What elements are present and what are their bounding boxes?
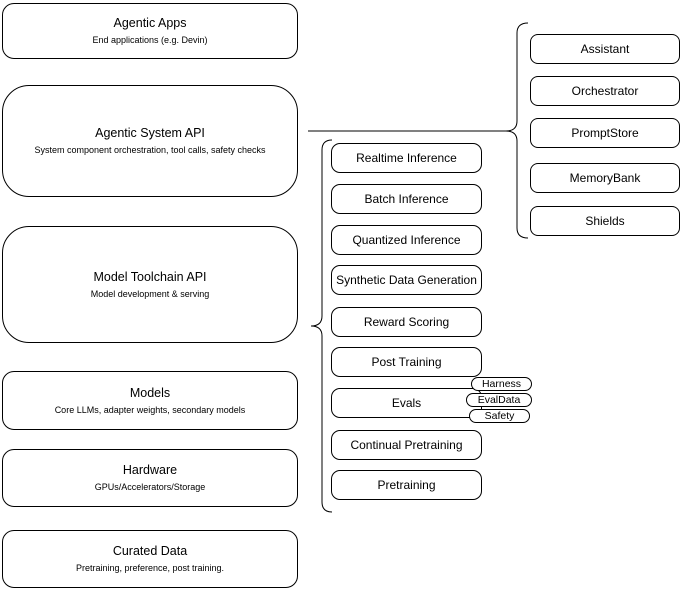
node-subtitle: GPUs/Accelerators/Storage (94, 482, 206, 492)
node-title: Model Toolchain API (93, 269, 207, 284)
node-synthetic-data-generation: Synthetic Data Generation (331, 265, 482, 295)
node-title: Agentic Apps (113, 16, 187, 30)
node-subtitle: End applications (e.g. Devin) (92, 35, 208, 45)
node-title: Curated Data (112, 544, 188, 558)
tag-safety: Safety (469, 409, 530, 423)
node-curated-data: Curated Data Pretraining, preference, po… (2, 530, 298, 588)
node-model-toolchain-api: Model Toolchain API Model development & … (2, 226, 298, 343)
node-subtitle: Model development & serving (90, 288, 210, 299)
node-pretraining: Pretraining (331, 470, 482, 500)
node-post-training: Post Training (331, 347, 482, 377)
node-evals: Evals (331, 388, 482, 418)
node-promptstore: PromptStore (530, 118, 680, 148)
node-agentic-system-api: Agentic System API System component orch… (2, 85, 298, 197)
node-batch-inference: Batch Inference (331, 184, 482, 214)
node-quantized-inference: Quantized Inference (331, 225, 482, 255)
node-reward-scoring: Reward Scoring (331, 307, 482, 337)
node-models: Models Core LLMs, adapter weights, secon… (2, 371, 298, 430)
node-title: Hardware (122, 463, 178, 477)
node-assistant: Assistant (530, 34, 680, 64)
toolchain-brace (310, 139, 333, 513)
node-subtitle: Core LLMs, adapter weights, secondary mo… (54, 404, 246, 415)
node-continual-pretraining: Continual Pretraining (331, 430, 482, 460)
node-agentic-apps: Agentic Apps End applications (e.g. Devi… (2, 3, 298, 59)
node-subtitle: Pretraining, preference, post training. (75, 563, 225, 573)
node-orchestrator: Orchestrator (530, 76, 680, 106)
node-hardware: Hardware GPUs/Accelerators/Storage (2, 449, 298, 507)
node-realtime-inference: Realtime Inference (331, 143, 482, 173)
node-shields: Shields (530, 206, 680, 236)
tag-evaldata: EvalData (466, 393, 532, 407)
node-title: Agentic System API (95, 126, 205, 140)
node-memorybank: MemoryBank (530, 163, 680, 193)
node-title: Models (129, 385, 171, 400)
tag-harness: Harness (471, 377, 532, 391)
system-components-brace (505, 22, 529, 239)
node-subtitle: System component orchestration, tool cal… (34, 145, 266, 155)
